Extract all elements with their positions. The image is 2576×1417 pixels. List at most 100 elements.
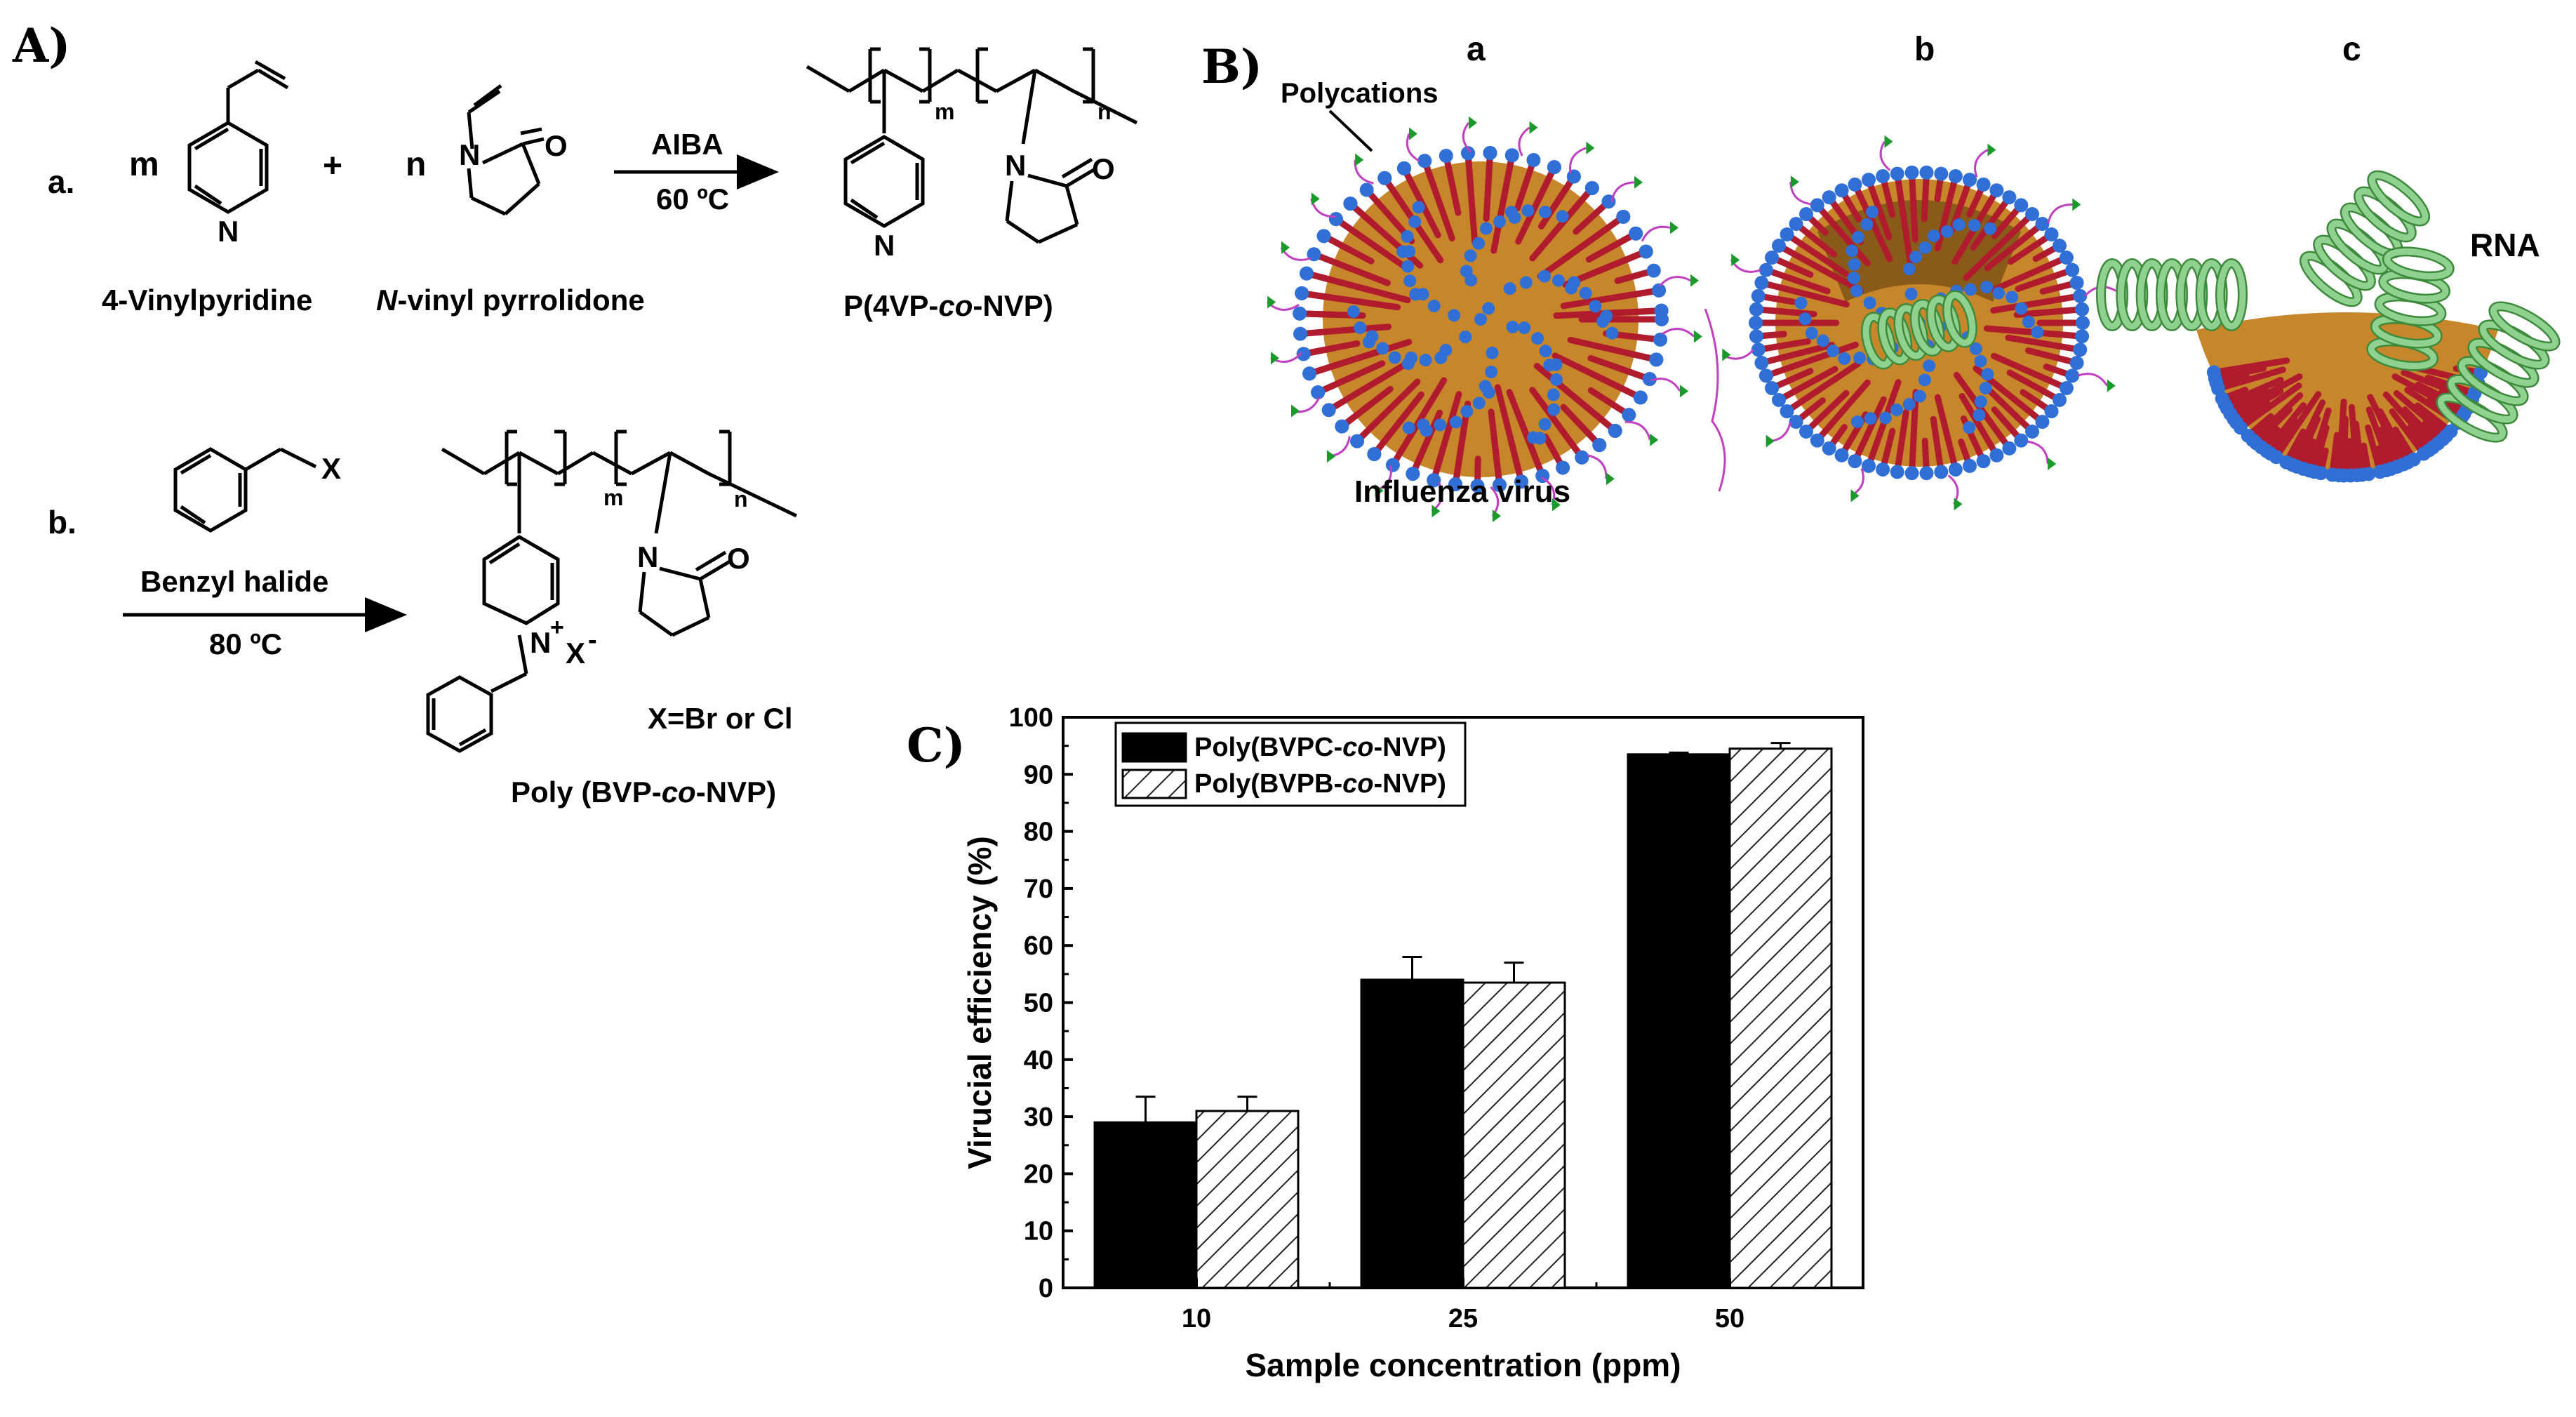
virus-b-polycation-end xyxy=(1987,143,1996,157)
legend-label: Poly(BVPC-co-NVP) xyxy=(1194,733,1446,762)
virus-b-polycation-chain xyxy=(1879,141,1891,171)
virus-b-surface-protein xyxy=(1863,296,1876,310)
virus-b-protein-head xyxy=(1749,316,1763,330)
virus-b-spike xyxy=(1984,385,2036,435)
virus-a-surface-protein xyxy=(1486,346,1499,359)
virus-a-surface-protein xyxy=(1408,215,1422,228)
poly-sub-m: m xyxy=(603,485,623,510)
virus-b-protein-head xyxy=(1834,183,1849,198)
virus-a-spike xyxy=(1430,391,1462,484)
legend-label: Poly(BVPB-co-NVP) xyxy=(1194,769,1446,799)
legend-swatch xyxy=(1121,732,1187,763)
virus-b-protein-head xyxy=(1848,177,1862,192)
virus-a-protein-head xyxy=(1328,212,1343,227)
virus-a-surface-protein xyxy=(1531,332,1544,345)
virus-b-polycation-end xyxy=(2107,379,2116,392)
virus-b-protein-head xyxy=(2035,216,2050,231)
monomer-m-coefficient: m xyxy=(129,146,159,183)
poly-sub-n: n xyxy=(734,486,748,512)
virus-b-surface-protein xyxy=(1964,283,1977,296)
virus-a-surface-protein xyxy=(1579,286,1592,300)
legend-label-co: co xyxy=(1342,769,1373,799)
virus-b-spike xyxy=(1963,211,2036,281)
virus-b-surface-protein xyxy=(1969,342,1982,355)
virus-a-polycation-chain xyxy=(1650,378,1681,392)
virus-a-polycation-end xyxy=(1693,330,1702,343)
virus-b-spike xyxy=(1894,408,1909,475)
bar-bvpc-10 xyxy=(1093,1121,1198,1289)
virus-b-spike xyxy=(1775,366,1838,404)
virus-a-protein-head xyxy=(1335,419,1349,434)
virus-c-protein-head xyxy=(2373,465,2387,479)
virus-b-protein-head xyxy=(1749,329,1763,344)
virus-b-spike xyxy=(1793,220,1838,258)
virus-b-protein-head xyxy=(1765,381,1780,396)
virus-a-spike xyxy=(1306,346,1389,377)
plus-sign: + xyxy=(323,147,342,185)
virus-a-protein-head xyxy=(1504,148,1519,163)
y-tick-label: 0 xyxy=(1039,1274,1053,1303)
bar-bvpc-25 xyxy=(1360,978,1464,1289)
virus-a-surface-protein xyxy=(1551,274,1565,287)
virus-a-spike xyxy=(1514,411,1546,479)
virus-c-protein-head xyxy=(2384,461,2398,476)
virus-b-protein-head xyxy=(1751,342,1766,357)
panel-b: B) a b c Polycations Influenza virus RNA xyxy=(1201,31,2561,523)
virus-b-surface-protein xyxy=(1879,411,1893,425)
virus-b-rna-coil-turn-highlight xyxy=(1928,296,1960,351)
virus-a-protein-head xyxy=(1293,306,1307,321)
virus-b-polycation-end xyxy=(1954,498,1963,511)
vinylpyridine-structure xyxy=(187,60,289,214)
virus-b-protein-head xyxy=(2059,250,2074,265)
virus-a-surface-protein xyxy=(1527,431,1540,444)
virus-c-spike xyxy=(2289,399,2326,468)
virus-c-spike xyxy=(2227,373,2303,418)
x-axis-label: Sample concentration (ppm) xyxy=(1245,1347,1681,1383)
virus-b-protein-head xyxy=(2069,356,2084,371)
virus-a-spike xyxy=(1303,270,1411,304)
virus-b-surface-protein xyxy=(1981,368,1994,381)
virus-c-spike xyxy=(2212,365,2267,382)
virus-a-surface-protein xyxy=(1460,405,1474,418)
virus-b-protein-head xyxy=(2076,316,2090,330)
temperature-b: 80 ºC xyxy=(209,627,282,660)
virus-c-spike xyxy=(2365,424,2384,475)
virus-b-spike xyxy=(1755,338,1811,353)
virus-b-protein-head xyxy=(1890,166,1904,181)
virus-b-surface-protein xyxy=(2006,291,2019,304)
virus-a-surface-protein xyxy=(1448,309,1461,322)
virus-b-protein-head xyxy=(1754,356,1769,371)
illustration-label-b: b xyxy=(1914,31,1935,68)
virus-b-surface-protein xyxy=(1794,296,1808,310)
virus-a-surface-protein xyxy=(1464,274,1478,287)
virus-a-surface-protein xyxy=(1354,321,1367,335)
virus-a-protein-head xyxy=(1608,423,1622,438)
virus-b-surface-protein xyxy=(1827,344,1840,357)
virus-a-polycation-end xyxy=(1291,404,1300,418)
virus-a-surface-protein xyxy=(1519,276,1533,289)
virus-a-surface-protein xyxy=(1589,300,1602,313)
virus-a-protein-head xyxy=(1547,160,1561,175)
product-pyrrolidone-o: O xyxy=(1092,152,1115,185)
virus-c-spike xyxy=(2263,402,2307,455)
y-axis-label: Virucial efficiency (%) xyxy=(961,836,998,1169)
nvp-structure xyxy=(467,84,545,216)
virus-c-rna-coil-4-turn-highlight xyxy=(2490,302,2559,350)
virus-a-protein-head xyxy=(1461,146,1476,161)
product-sub-n: n xyxy=(1097,99,1112,124)
virus-b-polycation-end xyxy=(2048,457,2057,470)
virus-b-protein-head xyxy=(1749,302,1763,317)
virus-b-surface-protein xyxy=(1980,280,1994,293)
virus-c-spike xyxy=(2367,394,2407,468)
name-4-vinylpyridine: 4-Vinylpyridine xyxy=(102,284,312,317)
legend-label-post: -NVP) xyxy=(1374,733,1446,762)
virus-a-protein-head xyxy=(1439,149,1453,164)
virus-b-surface-protein xyxy=(1968,219,1981,232)
virus-a-surface-protein xyxy=(1366,330,1379,343)
virus-b-protein-head xyxy=(1780,227,1794,242)
virus-b-spike xyxy=(1984,220,2046,272)
intact-virus-illustration xyxy=(1267,116,1702,523)
virus-c-rna-coil-3 xyxy=(2366,246,2455,371)
virus-b-spike xyxy=(1958,393,2000,459)
